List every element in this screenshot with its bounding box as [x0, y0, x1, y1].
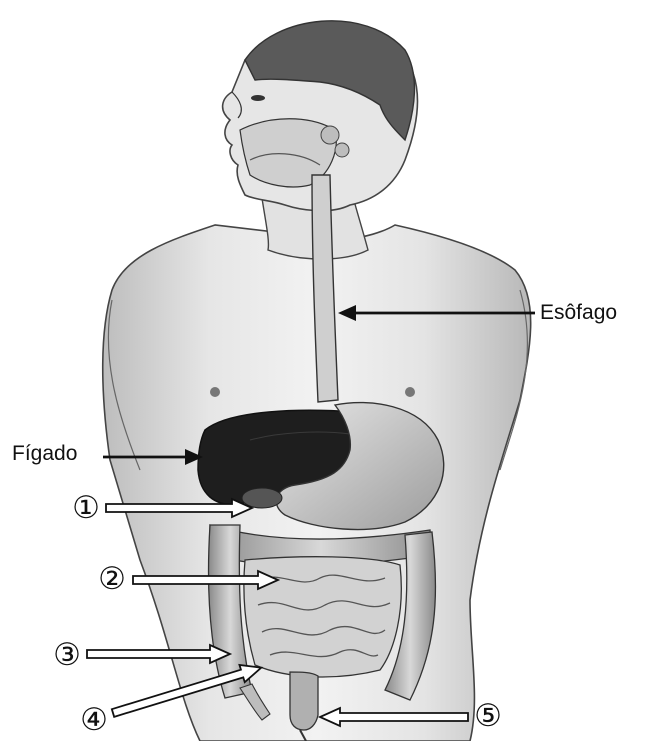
esofago-label: Esôfago — [540, 302, 617, 323]
marker-4: ④ — [80, 702, 108, 738]
right-nipple — [405, 387, 415, 397]
marker-1: ① — [72, 490, 100, 526]
marker-3: ③ — [53, 637, 81, 673]
gallbladder — [242, 488, 282, 508]
marker-5: ⑤ — [474, 698, 502, 734]
left-nipple — [210, 387, 220, 397]
marker-2: ② — [98, 561, 126, 597]
figado-label: Fígado — [12, 443, 77, 464]
rectum — [290, 672, 318, 730]
